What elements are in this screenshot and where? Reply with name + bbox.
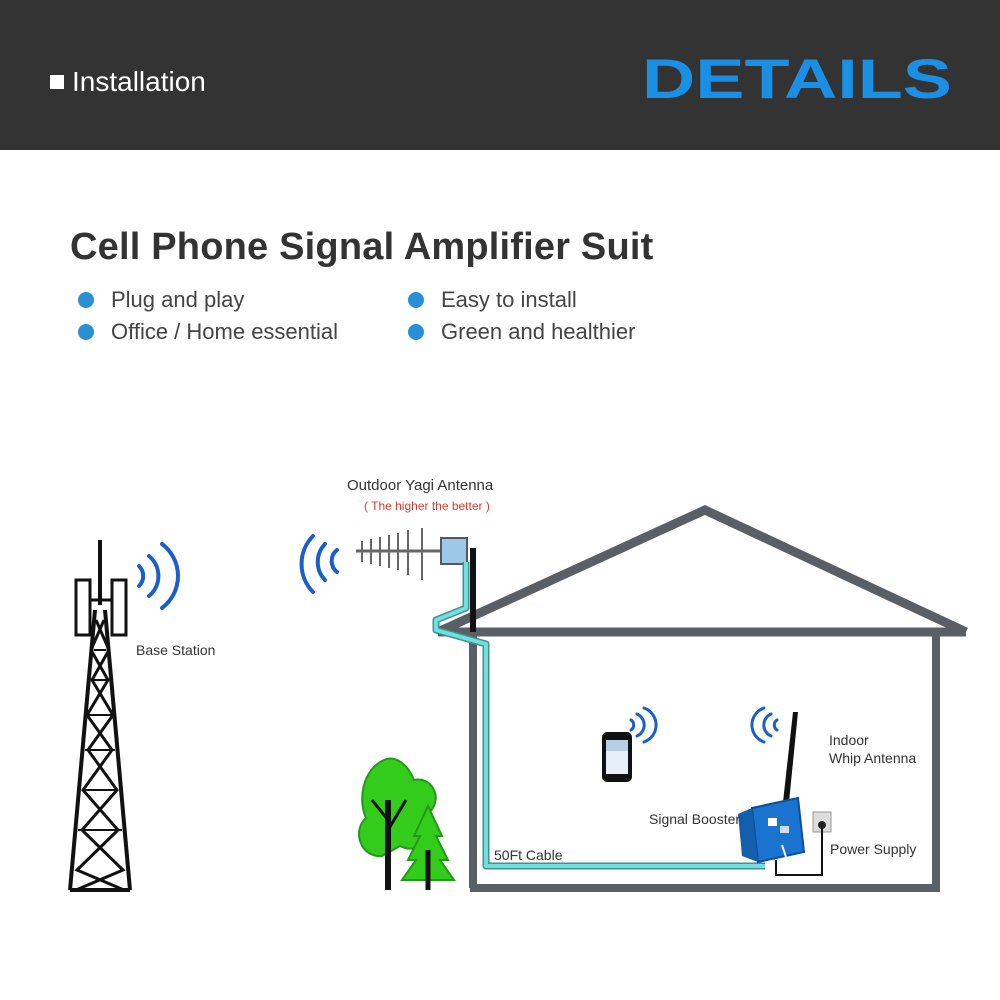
feature-label: Easy to install [441,287,577,312]
bullet-dot-icon [408,292,424,308]
cable-label: 50Ft Cable [494,847,563,863]
section-label-text: Installation [72,66,206,97]
power-outlet-icon [775,811,832,876]
smartphone-icon [602,732,632,782]
feature-list: Plug and play Easy to install Office / H… [78,287,718,344]
brand-logo: DETAILS [642,52,952,104]
feature-label: Office / Home essential [111,319,339,344]
bullet-dot-icon [78,292,94,308]
bullet-dot-icon [78,324,94,340]
feature-item: Plug and play [78,287,408,312]
feature-label: Green and healthier [441,319,636,344]
indoor-antenna-icon [783,712,798,802]
yagi-antenna-icon [356,528,476,632]
indoor-antenna-label-2: Whip Antenna [829,750,917,766]
header-bar: Installation DETAILS [0,0,1000,150]
signal-waves-icon [750,706,779,744]
bullet-dot-icon [408,324,424,340]
feature-item: Easy to install [408,287,708,312]
feature-item: Office / Home essential [78,319,408,344]
square-bullet-icon [50,75,64,89]
signal-waves-icon [137,542,180,610]
signal-booster-label: Signal Booster [649,811,741,827]
power-supply-label: Power Supply [830,841,917,857]
tree-icon [358,757,456,890]
installation-diagram: Outdoor Yagi Antenna ( The higher the be… [0,460,1000,920]
outdoor-antenna-label: Outdoor Yagi Antenna [347,477,494,494]
brand-text: DETAILS [642,52,952,104]
cell-tower-icon [68,540,132,892]
house-icon [436,505,968,892]
base-station-label: Base Station [136,642,216,658]
signal-waves-icon [299,534,339,594]
outdoor-antenna-note: ( The higher the better ) [364,499,490,513]
page-title: Cell Phone Signal Amplifier Suit [70,226,654,268]
feature-item: Green and healthier [408,319,708,344]
feature-label: Plug and play [111,287,245,312]
signal-waves-icon [629,706,658,744]
section-label: Installation [50,64,206,100]
signal-booster-icon [738,796,806,864]
indoor-antenna-label-1: Indoor [829,732,869,748]
